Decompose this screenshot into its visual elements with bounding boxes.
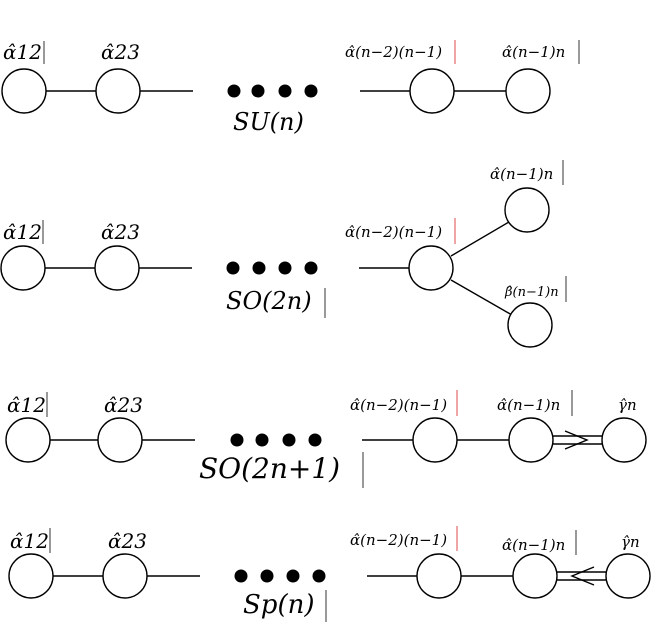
- ellipsis-dot: [278, 84, 292, 98]
- node-alpha-12: [1, 68, 47, 114]
- arrow-right-icon: [564, 430, 589, 450]
- node-alpha-12: [0, 245, 46, 291]
- label-alpha-12: α̂12: [3, 40, 42, 64]
- diagram-su-n: α̂12 α̂23 α̂(n−2)(n−1) α̂(n−1)n SU(n): [1, 40, 580, 136]
- ellipsis-dot: [304, 84, 318, 98]
- label-gamma-last: γ̂n: [621, 533, 640, 551]
- group-label-so-2n: SO(2n): [226, 287, 312, 315]
- ellipsis-dot: [255, 433, 269, 447]
- node-alpha-12: [5, 417, 51, 463]
- ellipsis-dot: [278, 261, 292, 275]
- label-alpha-23: α̂23: [104, 393, 143, 417]
- ellipsis-dot: [282, 433, 296, 447]
- label-alpha-23: α̂23: [101, 40, 140, 64]
- node-alpha-23: [95, 68, 141, 114]
- node-alpha-upper-branch: [504, 187, 550, 233]
- node-alpha-left-end: [412, 417, 458, 463]
- diagram-so-2n: α̂12 α̂23 α̂(n−2)(n−1) α̂(n−1)n β̂(n−1)n…: [0, 160, 567, 348]
- node-alpha-left-end: [409, 68, 455, 114]
- node-alpha-left-end: [416, 553, 462, 599]
- edge-3-upper: [450, 221, 510, 257]
- ellipsis-dot: [251, 84, 265, 98]
- diagram-sp-n: α̂12 α̂23 α̂(n−2)(n−1) α̂(n−1)n γ̂n Sp(n…: [8, 526, 651, 622]
- label-alpha-left-end: α̂(n−2)(n−1): [350, 531, 447, 549]
- node-gamma-last: [601, 417, 647, 463]
- ellipsis-dot: [226, 261, 240, 275]
- group-label-so-2n-plus-1: SO(2n+1): [199, 452, 340, 485]
- ellipsis-dot: [286, 569, 300, 583]
- node-alpha-23: [102, 553, 148, 599]
- ellipsis-dot: [312, 569, 326, 583]
- ellipsis-dot: [227, 84, 241, 98]
- label-beta-lower-branch: β̂(n−1)n: [504, 285, 559, 300]
- label-alpha-12: α̂12: [3, 220, 42, 244]
- node-alpha-left-end: [408, 245, 454, 291]
- ellipsis-dot: [304, 261, 318, 275]
- label-alpha-23: α̂23: [108, 529, 147, 553]
- label-alpha-left-end: α̂(n−2)(n−1): [345, 223, 442, 241]
- node-beta-lower-branch: [507, 302, 553, 348]
- label-alpha-left-end: α̂(n−2)(n−1): [345, 43, 442, 61]
- group-label-su-n: SU(n): [233, 108, 304, 136]
- ellipsis-dot: [234, 569, 248, 583]
- node-gamma-last: [605, 553, 651, 599]
- label-alpha-right-end: α̂(n−1)n: [497, 396, 560, 414]
- node-alpha-right-end: [505, 68, 551, 114]
- node-alpha-right-end: [508, 417, 554, 463]
- label-alpha-right-end: α̂(n−1)n: [502, 43, 565, 61]
- edge-3-lower: [450, 279, 513, 316]
- label-alpha-12: α̂12: [7, 393, 46, 417]
- label-alpha-23: α̂23: [101, 220, 140, 244]
- node-alpha-12: [8, 553, 54, 599]
- ellipsis-dot: [252, 261, 266, 275]
- ellipsis-dot: [308, 433, 322, 447]
- arrow-left-icon: [570, 566, 595, 586]
- node-alpha-23: [94, 245, 140, 291]
- label-alpha-left-end: α̂(n−2)(n−1): [350, 396, 447, 414]
- node-alpha-23: [97, 417, 143, 463]
- group-label-sp-n: Sp(n): [243, 590, 315, 620]
- ellipsis-dot: [260, 569, 274, 583]
- label-alpha-right-end: α̂(n−1)n: [502, 536, 565, 554]
- node-alpha-right-end: [512, 553, 558, 599]
- label-alpha-upper-branch: α̂(n−1)n: [490, 165, 553, 183]
- ellipsis-dot: [230, 433, 244, 447]
- label-gamma-last: γ̂n: [618, 396, 637, 414]
- label-alpha-12: α̂12: [10, 529, 49, 553]
- diagram-so-2n-plus-1: α̂12 α̂23 α̂(n−2)(n−1) α̂(n−1)n γ̂n SO(2…: [5, 390, 647, 488]
